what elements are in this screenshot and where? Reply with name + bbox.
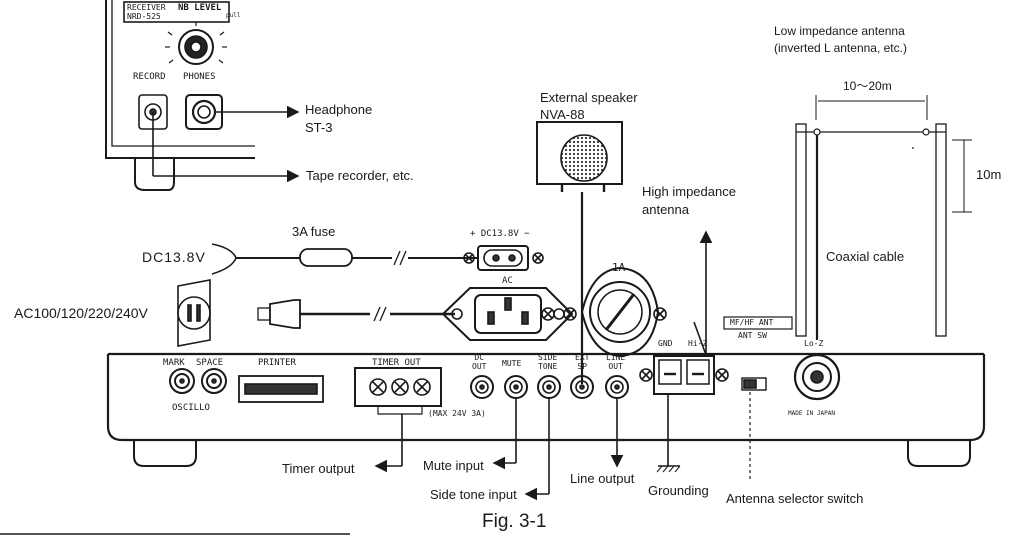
fuse-rating-label: 1A	[612, 261, 626, 274]
low-impedance-label: Low impedance antenna	[774, 24, 905, 38]
made-in-japan-label: MADE IN JAPAN	[788, 410, 835, 417]
dc-input-label: DC13.8V	[142, 249, 206, 265]
pull-label: pull	[226, 12, 241, 19]
hi-z-label: Hi-Z	[688, 339, 708, 348]
grounding-label: Grounding	[648, 483, 709, 498]
nb-level-knob[interactable]	[178, 29, 214, 65]
side-tone-input-label: Side tone input	[430, 487, 517, 502]
dc-socket-label: + DC13.8V −	[470, 229, 530, 239]
ext-sp-jack[interactable]	[570, 375, 594, 399]
side-tone-jack[interactable]	[537, 375, 561, 399]
record-label: RECORD	[133, 72, 166, 82]
mark-jack[interactable]	[169, 368, 195, 394]
printer-connector[interactable]	[238, 375, 324, 403]
ac-inlet[interactable]	[441, 287, 574, 341]
ac-wall-outlet	[177, 279, 211, 347]
headphone-model-label: ST-3	[305, 120, 333, 135]
coaxial-cable-label: Coaxial cable	[826, 249, 905, 264]
headphone-label: Headphone	[305, 102, 373, 117]
side-tone-label: SIDE TONE	[538, 353, 558, 371]
lo-z-coax-connector[interactable]	[793, 353, 841, 401]
ant-sw-label: ANT SW	[738, 331, 767, 340]
antenna-span-label: 10〜20m	[843, 79, 892, 93]
dc-out-jack[interactable]	[470, 375, 494, 399]
rear-panel-chassis	[106, 352, 986, 467]
mute-label: MUTE	[502, 359, 522, 368]
timer-rating-label: (MAX 24V 3A)	[428, 409, 486, 418]
line-out-label: LINE OUT	[606, 353, 626, 371]
timer-output-label: Timer output	[282, 461, 355, 476]
dc-out-label: DC OUT	[472, 353, 487, 371]
antenna-selector-switch[interactable]	[723, 316, 793, 391]
space-label: SPACE	[196, 358, 224, 368]
lo-z-label: Lo-Z	[804, 339, 824, 348]
high-impedance-label: High impedance	[642, 184, 736, 199]
speaker-model-label: NVA-88	[540, 107, 585, 122]
high-impedance-antenna-label: antenna	[642, 202, 689, 217]
gnd-hi-z-terminals[interactable]	[639, 355, 729, 395]
ac-input-label: AC100/120/220/240V	[14, 305, 148, 321]
inverted-l-antenna	[795, 95, 972, 340]
timer-out-label: TIMER OUT	[372, 358, 421, 368]
printer-label: PRINTER	[258, 358, 296, 368]
space-jack[interactable]	[201, 368, 227, 394]
external-speaker-label: External speaker	[540, 90, 638, 105]
figure-caption: Fig. 3-1	[482, 511, 547, 532]
mf-hf-ant-label: MF/HF ANT	[730, 318, 774, 327]
gnd-label: GND	[658, 339, 673, 348]
mark-label: MARK	[163, 358, 185, 368]
ext-sp-label: EXT SP	[575, 353, 590, 371]
phones-jack[interactable]	[185, 94, 223, 130]
mute-input-label: Mute input	[423, 458, 484, 473]
inverted-l-label: (inverted L antenna, etc.)	[774, 41, 907, 55]
dc-13-8v-socket[interactable]	[463, 245, 544, 271]
ac-inlet-label: AC	[502, 276, 513, 286]
receiver-front-panel	[105, 0, 255, 191]
fuse-holder[interactable]	[541, 266, 667, 358]
external-speaker	[536, 121, 623, 192]
line-out-jack[interactable]	[605, 375, 629, 399]
antenna-selector-label: Antenna selector switch	[726, 491, 864, 506]
dc-power-cable	[211, 243, 478, 275]
mute-jack[interactable]	[504, 375, 528, 399]
fuse-label: 3A fuse	[292, 224, 336, 239]
oscillo-label: OSCILLO	[172, 403, 210, 413]
antenna-height-label: 10m	[976, 167, 1002, 182]
receiver-model-label: RECEIVER NRD-525	[127, 3, 166, 21]
timer-out-terminal[interactable]	[354, 367, 442, 415]
ac-power-cable	[257, 299, 455, 329]
nb-level-label: NB LEVEL	[178, 3, 222, 13]
phones-label: PHONES	[183, 72, 216, 82]
line-output-label: Line output	[570, 471, 635, 486]
tape-recorder-label: Tape recorder, etc.	[306, 168, 414, 183]
